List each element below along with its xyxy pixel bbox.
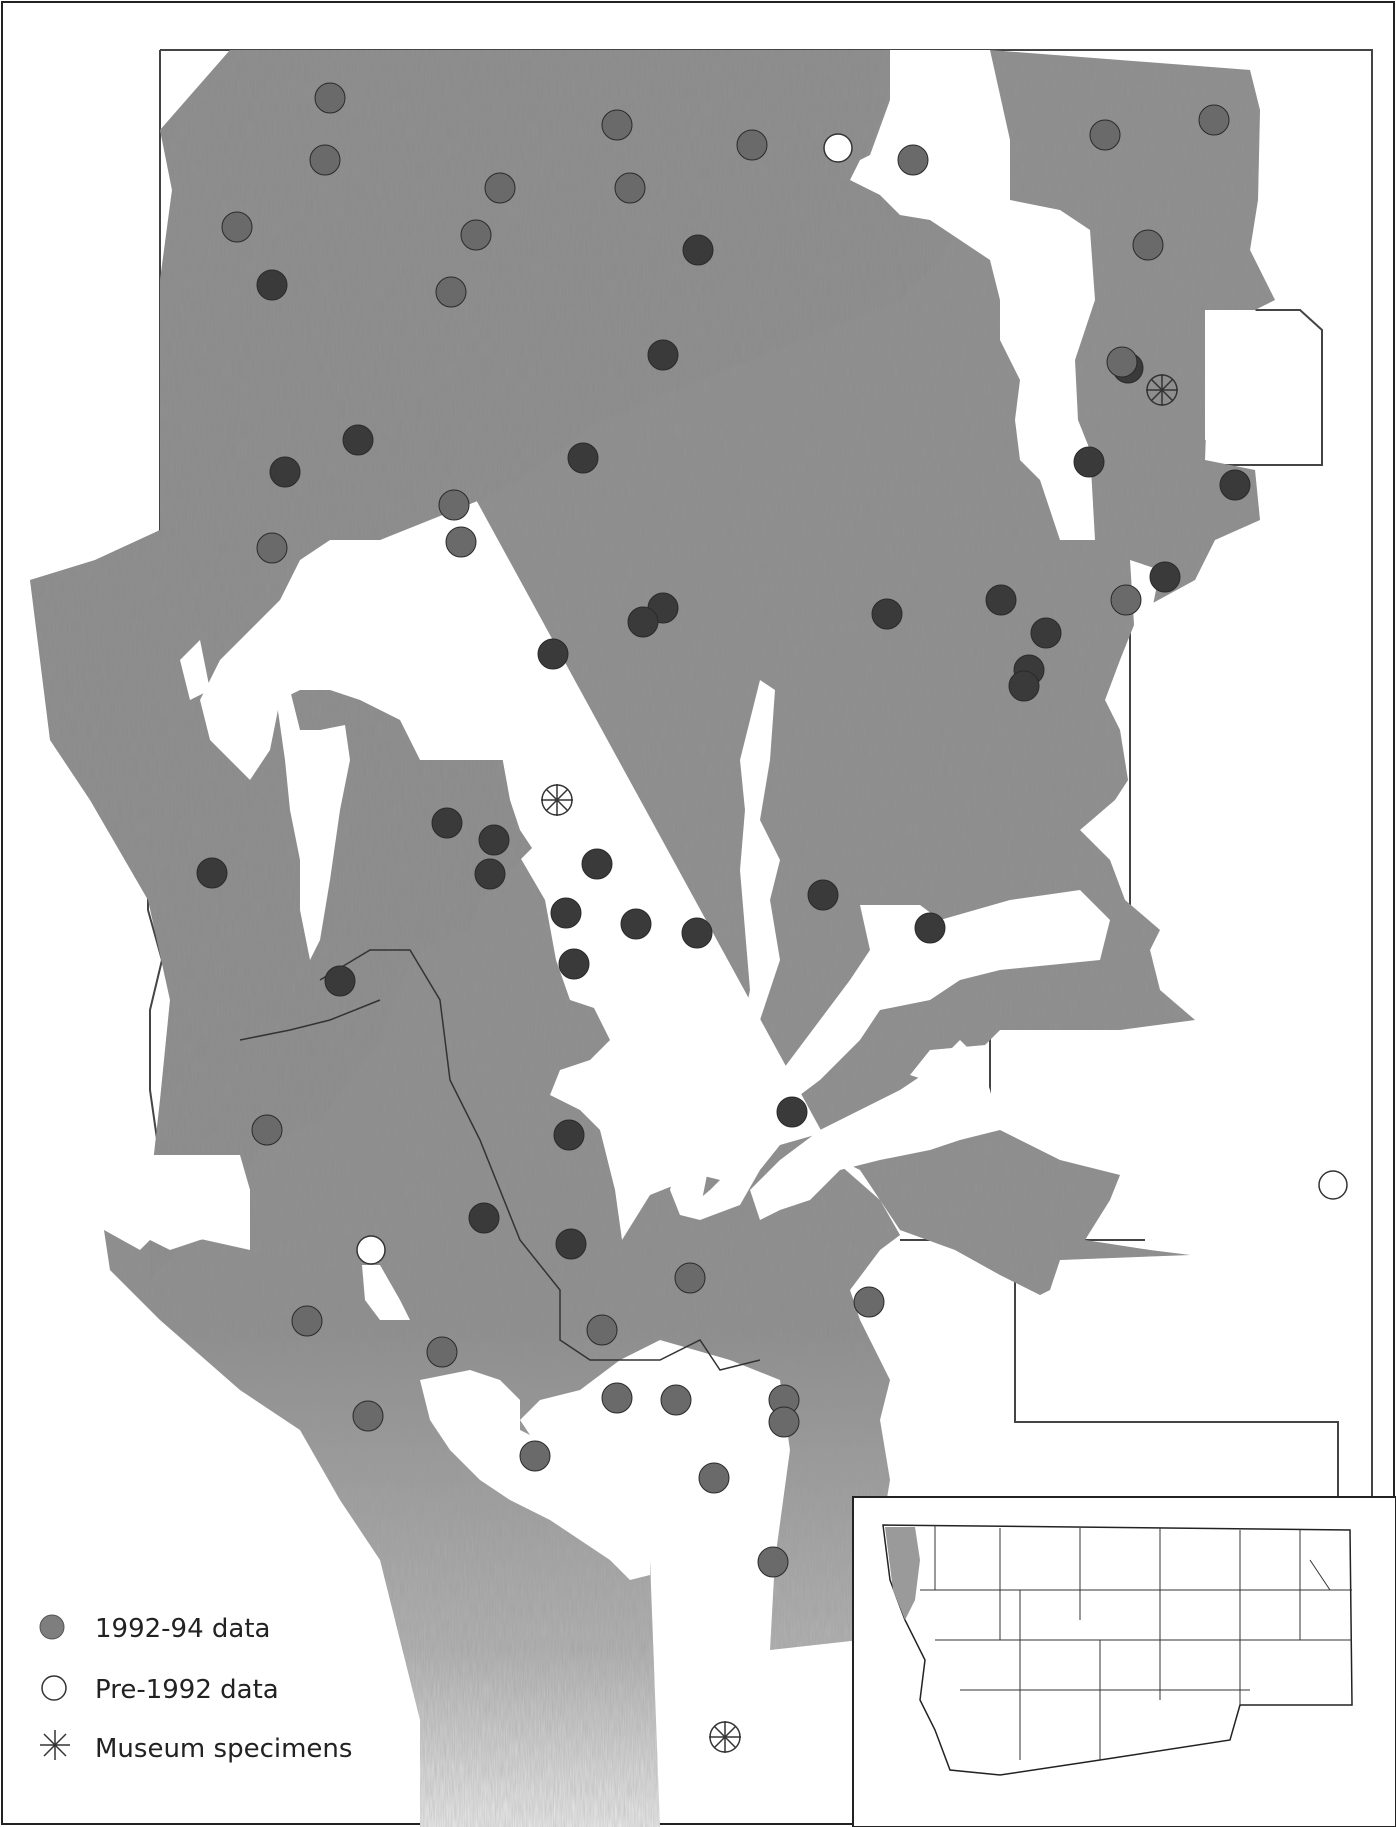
inset-county-lines: [920, 1525, 1352, 1760]
sighting-1992-94-marker: [1089, 119, 1121, 151]
sighting-1992-94-marker: [897, 144, 929, 176]
sighting-1992-94-marker: [614, 172, 646, 204]
sighting-1992-94-marker: [736, 129, 768, 161]
legend-filled-circle-icon: [39, 1614, 65, 1640]
sighting-1992-94-marker: [581, 848, 613, 880]
sighting-1992-94-marker: [682, 234, 714, 266]
legend-open-circle-icon: [41, 1675, 67, 1701]
museum-specimen-marker: [1146, 374, 1178, 406]
sighting-1992-94-marker: [1132, 229, 1164, 261]
legend-label-pre1992: Pre-1992 data: [95, 1675, 279, 1705]
sighting-1992-94-marker: [468, 1202, 500, 1234]
sighting-1992-94-marker: [474, 858, 506, 890]
sighting-1992-94-marker: [1149, 561, 1181, 593]
sighting-1992-94-marker: [221, 211, 253, 243]
sighting-1992-94-marker: [352, 1400, 384, 1432]
sighting-1992-94-marker: [1073, 446, 1105, 478]
sighting-1992-94-marker: [853, 1286, 885, 1318]
sighting-pre1992-marker: [356, 1235, 386, 1265]
sighting-1992-94-marker: [553, 1119, 585, 1151]
sighting-1992-94-marker: [478, 824, 510, 856]
sighting-1992-94-marker: [768, 1406, 800, 1438]
sighting-1992-94-marker: [776, 1096, 808, 1128]
legend: 1992-94 data Pre-1992 data Museum specim…: [39, 1614, 352, 1764]
sighting-1992-94-marker: [324, 965, 356, 997]
sighting-1992-94-marker: [1106, 346, 1138, 378]
sighting-1992-94-marker: [269, 456, 301, 488]
sighting-pre1992-marker: [823, 133, 853, 163]
sighting-1992-94-marker: [757, 1546, 789, 1578]
museum-specimen-marker: [541, 784, 573, 816]
sighting-1992-94-marker: [426, 1336, 458, 1368]
sighting-1992-94-marker: [438, 489, 470, 521]
sighting-1992-94-marker: [1008, 670, 1040, 702]
sighting-1992-94-marker: [537, 638, 569, 670]
legend-label-museum: Museum specimens: [95, 1734, 352, 1764]
sighting-1992-94-marker: [674, 1262, 706, 1294]
drainage-divide: [319, 949, 761, 1371]
sighting-1992-94-marker: [660, 1384, 692, 1416]
drainage-divide-west: [239, 999, 381, 1041]
sighting-pre1992-marker: [1318, 1170, 1348, 1200]
sighting-1992-94-marker: [1110, 584, 1142, 616]
sighting-1992-94-marker: [550, 897, 582, 929]
sighting-1992-94-marker: [698, 1462, 730, 1494]
sighting-1992-94-marker: [291, 1305, 323, 1337]
sighting-1992-94-marker: [555, 1228, 587, 1260]
sighting-1992-94-marker: [251, 1114, 283, 1146]
sighting-1992-94-marker: [627, 606, 659, 638]
museum-specimen-marker: [709, 1721, 741, 1753]
sighting-1992-94-marker: [558, 948, 590, 980]
inset-map: [852, 1496, 1396, 1827]
sighting-1992-94-marker: [484, 172, 516, 204]
sighting-1992-94-marker: [914, 912, 946, 944]
sighting-1992-94-marker: [985, 584, 1017, 616]
legend-asterisk-icon: [40, 1730, 70, 1760]
sighting-1992-94-marker: [431, 807, 463, 839]
sighting-1992-94-marker: [647, 339, 679, 371]
sighting-1992-94-marker: [314, 82, 346, 114]
sighting-1992-94-marker: [342, 424, 374, 456]
sighting-1992-94-marker: [681, 917, 713, 949]
sighting-1992-94-marker: [620, 908, 652, 940]
legend-label-recent: 1992-94 data: [95, 1614, 270, 1644]
sighting-1992-94-marker: [196, 857, 228, 889]
sighting-1992-94-marker: [1030, 617, 1062, 649]
sighting-1992-94-marker: [807, 879, 839, 911]
sighting-1992-94-marker: [256, 269, 288, 301]
range-area-west: [30, 50, 960, 1280]
sighting-1992-94-marker: [519, 1440, 551, 1472]
sighting-1992-94-marker: [435, 276, 467, 308]
sighting-1992-94-marker: [256, 532, 288, 564]
sighting-1992-94-marker: [460, 219, 492, 251]
sighting-1992-94-marker: [1198, 104, 1230, 136]
sighting-1992-94-marker: [567, 442, 599, 474]
sighting-1992-94-marker: [601, 1382, 633, 1414]
inset-range: [885, 1527, 920, 1620]
sighting-1992-94-marker: [601, 109, 633, 141]
range-area: [104, 50, 1275, 1827]
sighting-1992-94-marker: [871, 598, 903, 630]
sighting-1992-94-marker: [1219, 469, 1251, 501]
sighting-1992-94-marker: [309, 144, 341, 176]
sighting-1992-94-marker: [586, 1314, 618, 1346]
sighting-1992-94-marker: [445, 526, 477, 558]
